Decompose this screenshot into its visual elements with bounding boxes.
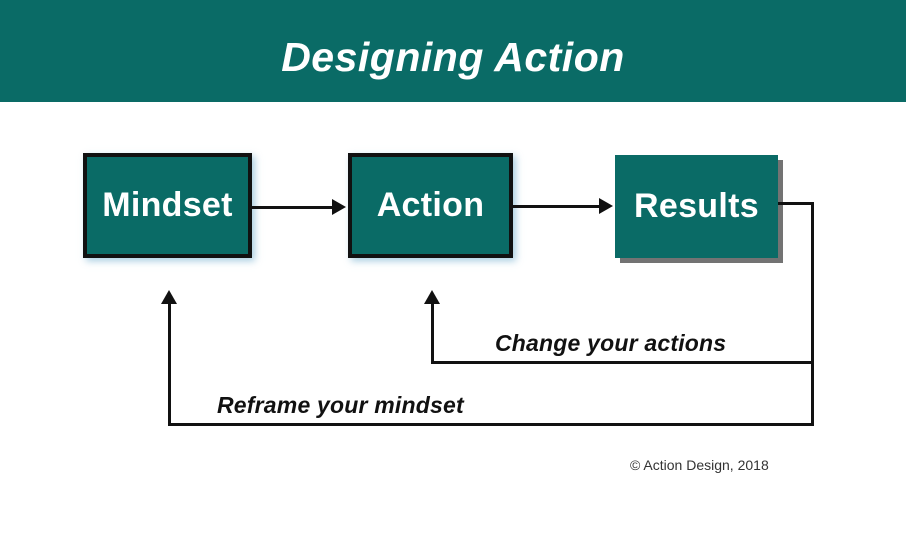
- page-title: Designing Action: [281, 34, 625, 80]
- edge-action-to-results-line: [513, 205, 601, 208]
- edge-label-reframe-your-mindset: Reframe your mindset: [217, 392, 464, 418]
- edge-mindset-to-action-line: [252, 206, 334, 209]
- node-action-label: Action: [376, 186, 485, 224]
- edge-label-change-your-actions: Change your actions: [495, 330, 727, 356]
- edge-feedback-spine: [811, 202, 814, 426]
- edge-results-to-mindset-vertical: [168, 302, 171, 426]
- edge-results-to-mindset-horizontal: [168, 423, 814, 426]
- arrow-right-icon: [599, 198, 613, 214]
- node-action[interactable]: Action: [348, 153, 513, 258]
- edge-results-to-action-vertical: [431, 302, 434, 364]
- node-results-label: Results: [634, 187, 759, 225]
- node-mindset-label: Mindset: [102, 186, 233, 224]
- edge-results-to-action-horizontal: [431, 361, 814, 364]
- copyright-credit: © Action Design, 2018: [630, 457, 769, 473]
- arrow-up-icon: [424, 290, 440, 304]
- node-mindset[interactable]: Mindset: [83, 153, 252, 258]
- edge-results-outgoing-stub: [778, 202, 814, 205]
- header-banner: Designing Action: [0, 0, 906, 102]
- arrow-up-icon: [161, 290, 177, 304]
- arrow-right-icon: [332, 199, 346, 215]
- node-results[interactable]: Results: [615, 155, 778, 258]
